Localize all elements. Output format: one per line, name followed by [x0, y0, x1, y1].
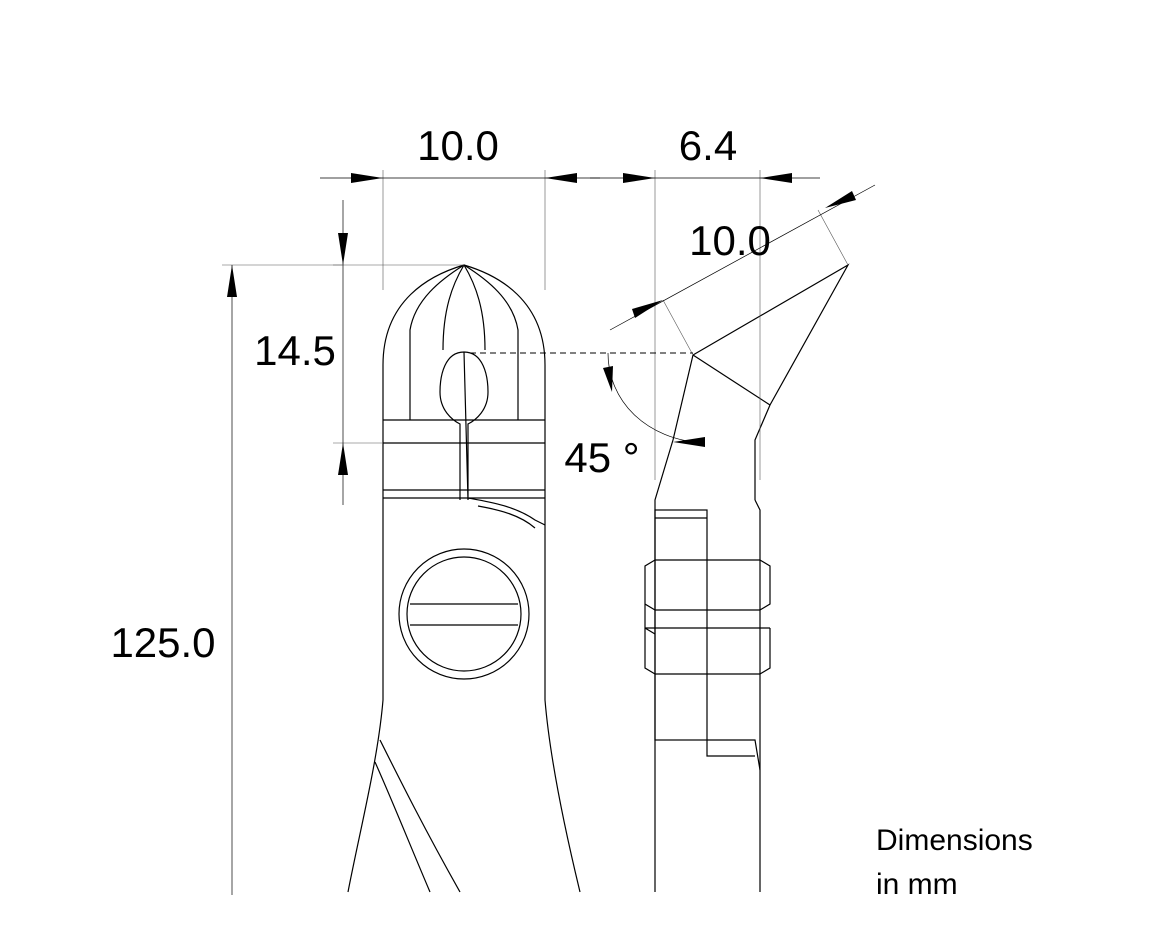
front-view: [347, 264, 581, 893]
front-body-right: [544, 500, 581, 893]
front-pivot-screw-inner: [406, 556, 522, 672]
dim-angled-arrow-2: [825, 191, 856, 208]
front-cutting-eye: [439, 351, 489, 501]
units-note-line-1: Dimensions: [876, 824, 1033, 857]
front-pivot-screw-outer: [398, 548, 530, 680]
dim-jaw-width-label: 10.0: [417, 122, 499, 169]
front-jaw-inner-left: [409, 264, 465, 420]
dim-125-arrow-top: [227, 265, 237, 297]
dim-overall-length-label: 125.0: [110, 619, 215, 666]
front-body-left: [347, 500, 384, 893]
dim-angled-arrow-1: [632, 300, 663, 318]
front-jaw-blade-left: [442, 264, 465, 351]
side-tip-bevel: [692, 354, 771, 406]
front-head-outline: [382, 264, 546, 500]
side-screw-right: [759, 559, 771, 675]
dim-head-angle-label: 45 °: [564, 434, 639, 481]
side-block-upper: [654, 509, 708, 741]
front-jaw-blade-right: [463, 264, 486, 351]
dim-angled-ext-1: [662, 299, 694, 356]
dim-6-4-arrow-right: [760, 173, 792, 183]
dim-head-length-label: 14.5: [254, 327, 336, 374]
side-right-edge: [754, 499, 761, 892]
dim-10-arrow-right: [545, 173, 577, 183]
side-block-lower: [706, 739, 761, 771]
front-handle-line-1: [379, 739, 461, 893]
dim-angled-line: [609, 184, 876, 331]
dimension-lines: [222, 170, 876, 895]
dim-angled-ext-2: [817, 209, 849, 266]
front-joint-curve: [467, 497, 546, 526]
dim-6-4-arrow-left: [623, 173, 655, 183]
side-left-edge: [654, 354, 694, 892]
side-view: [644, 263, 850, 892]
front-joint-curve-2: [477, 505, 536, 529]
side-tip-outline: [692, 263, 850, 500]
front-jaw-inner-right: [463, 264, 519, 420]
dim-angle-arrow-1: [603, 366, 613, 392]
dim-side-thickness-label: 6.4: [679, 122, 737, 169]
dim-angled-head-label: 10.0: [689, 217, 771, 264]
dim-angle-arrow-2: [673, 437, 705, 447]
units-note-line-2: in mm: [876, 868, 958, 901]
dim-14-5-arrow-bottom: [338, 443, 348, 475]
front-handle-line-2: [374, 761, 431, 893]
dim-14-5-arrow-top: [338, 233, 348, 265]
dim-10-arrow-left: [351, 173, 383, 183]
side-screw-left: [644, 559, 656, 675]
